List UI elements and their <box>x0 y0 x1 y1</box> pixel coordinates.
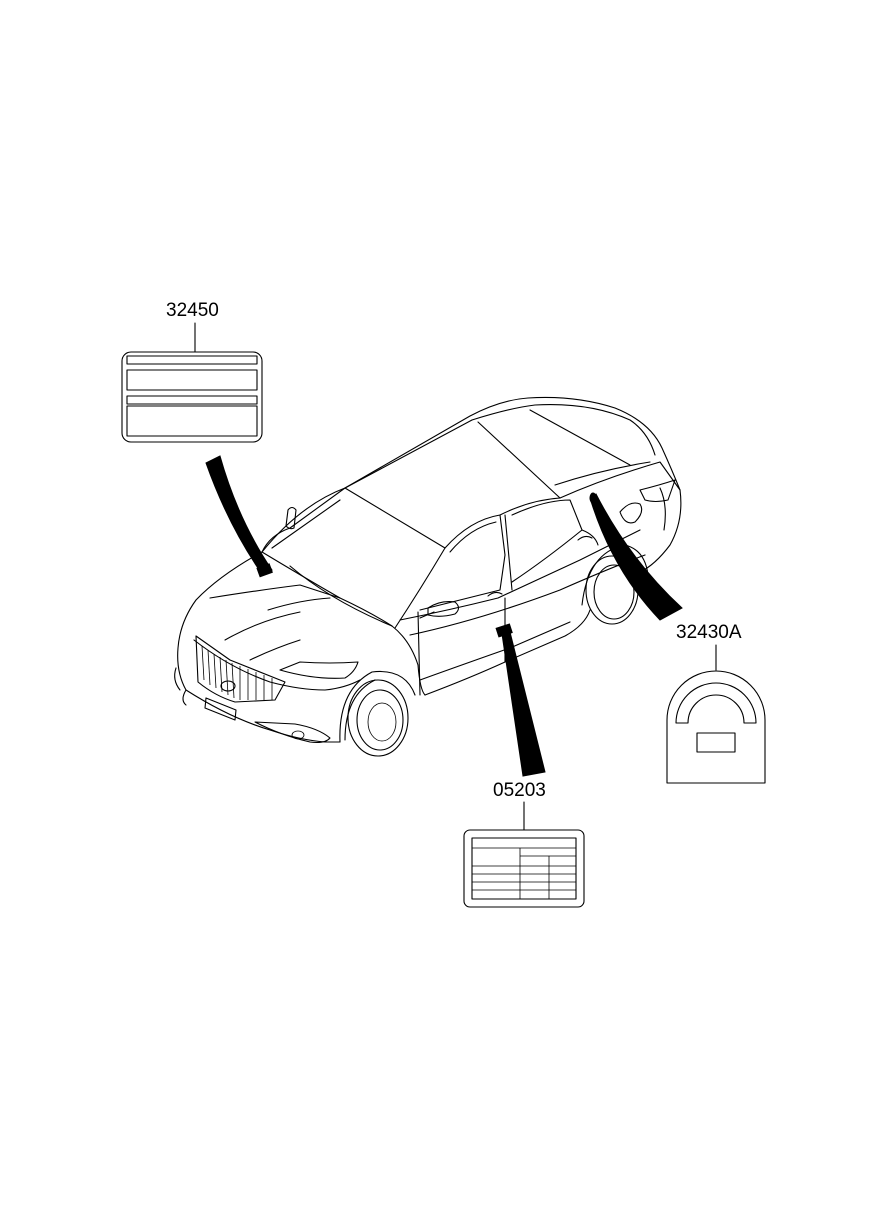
label-spot-32450 <box>256 563 273 578</box>
leader-32430a <box>589 493 683 621</box>
callout-05203 <box>463 801 585 908</box>
callout-32450 <box>121 322 263 443</box>
car-illustration <box>174 396 682 757</box>
leader-32450 <box>205 455 273 575</box>
callout-32430a <box>666 644 766 784</box>
leader-lines <box>205 455 683 777</box>
label-spot-32430a <box>589 492 597 504</box>
part-number-05203: 05203 <box>493 780 546 801</box>
part-number-32430a: 32430A <box>676 622 742 643</box>
label-spot-05203 <box>495 623 513 638</box>
part-number-32450: 32450 <box>166 300 219 321</box>
